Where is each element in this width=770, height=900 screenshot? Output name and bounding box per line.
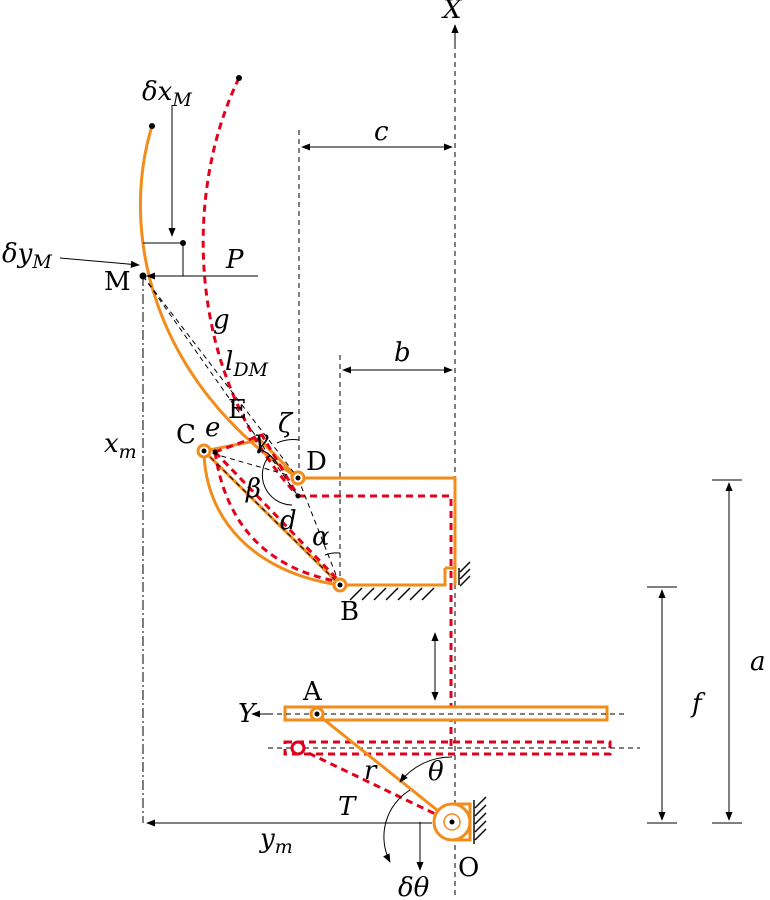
y-m-label: ym xyxy=(259,824,293,858)
joint-c-dot xyxy=(201,448,207,454)
x-axis-label: X xyxy=(441,0,463,25)
force-p-label: P xyxy=(225,245,244,275)
red-crank xyxy=(297,746,453,824)
torque-arc xyxy=(383,789,411,863)
orange-slider-bar xyxy=(283,705,609,722)
joint-d-red-dot xyxy=(295,493,301,499)
point-e-label: E xyxy=(228,395,247,425)
angle-gamma-arc xyxy=(261,449,279,466)
ground-hatch-wall xyxy=(458,561,471,587)
joint-c-red-dot xyxy=(212,449,218,455)
red-inner-arc xyxy=(213,451,341,584)
angle-zeta-arc xyxy=(276,439,300,444)
point-o-label: O xyxy=(458,853,479,883)
line-d-b xyxy=(297,477,341,586)
l-dm-label: lDM xyxy=(225,347,269,381)
d-label: d xyxy=(280,506,297,536)
beta-label: β xyxy=(245,474,261,504)
joint-d-dot xyxy=(295,475,301,481)
orange-crank xyxy=(316,712,453,824)
e-label: e xyxy=(205,413,220,443)
joint-b-dot xyxy=(337,582,343,588)
orange-upper-frame xyxy=(298,476,457,585)
line-c-d xyxy=(203,450,299,479)
x-m-label: xm xyxy=(104,429,137,463)
torque-t-label: T xyxy=(338,792,357,822)
joint-a-red xyxy=(290,740,306,756)
theta-label: θ xyxy=(428,757,444,787)
gamma-label: γ xyxy=(253,425,269,455)
point-a-label: A xyxy=(302,677,323,707)
f-label: f xyxy=(690,689,706,719)
line-c-b xyxy=(203,450,341,586)
line-dm xyxy=(142,275,299,479)
zeta-label: ζ xyxy=(278,409,294,439)
orange-link-cd xyxy=(203,438,300,480)
delta-x-label: δxM xyxy=(142,77,192,111)
point-b-label: B xyxy=(340,597,359,627)
ground-hatch-base xyxy=(349,587,435,601)
delta-theta-label: δθ xyxy=(398,873,430,900)
r-label: r xyxy=(364,756,378,786)
point-d-label: D xyxy=(306,447,327,477)
red-tip-dot xyxy=(236,75,242,81)
pivot-o-inner xyxy=(443,813,461,831)
orange-inner-arc xyxy=(202,450,341,587)
point-m-label: M xyxy=(104,267,131,297)
angle-beta-arc xyxy=(261,454,293,506)
orange-tip-dot xyxy=(149,123,155,129)
c-label: c xyxy=(374,117,389,147)
orange-base-frame xyxy=(340,568,447,587)
joint-a-dot xyxy=(314,711,320,717)
angle-alpha-arc xyxy=(324,552,341,556)
alpha-label: α xyxy=(312,522,330,552)
g-label: g xyxy=(213,305,230,335)
b-label: b xyxy=(394,338,411,368)
point-red-m-dot xyxy=(180,240,186,246)
pivot-o-dot xyxy=(449,819,455,825)
y-axis-label: Y xyxy=(238,699,258,729)
delta-y-label: δyM xyxy=(2,239,52,273)
red-link-cd xyxy=(214,433,300,497)
delta-y-pointer xyxy=(59,257,140,268)
red-link-cb xyxy=(213,450,342,584)
theta-arc xyxy=(399,756,453,783)
point-c-label: C xyxy=(176,420,196,450)
red-upper-frame xyxy=(298,494,453,748)
orange-outer-arc xyxy=(138,125,299,480)
pivot-o-bracket xyxy=(452,802,472,842)
a-label: a xyxy=(750,647,766,677)
red-outer-arc xyxy=(201,77,300,498)
ground-hatch-pivot xyxy=(473,796,487,844)
point-m-dot xyxy=(139,272,147,280)
